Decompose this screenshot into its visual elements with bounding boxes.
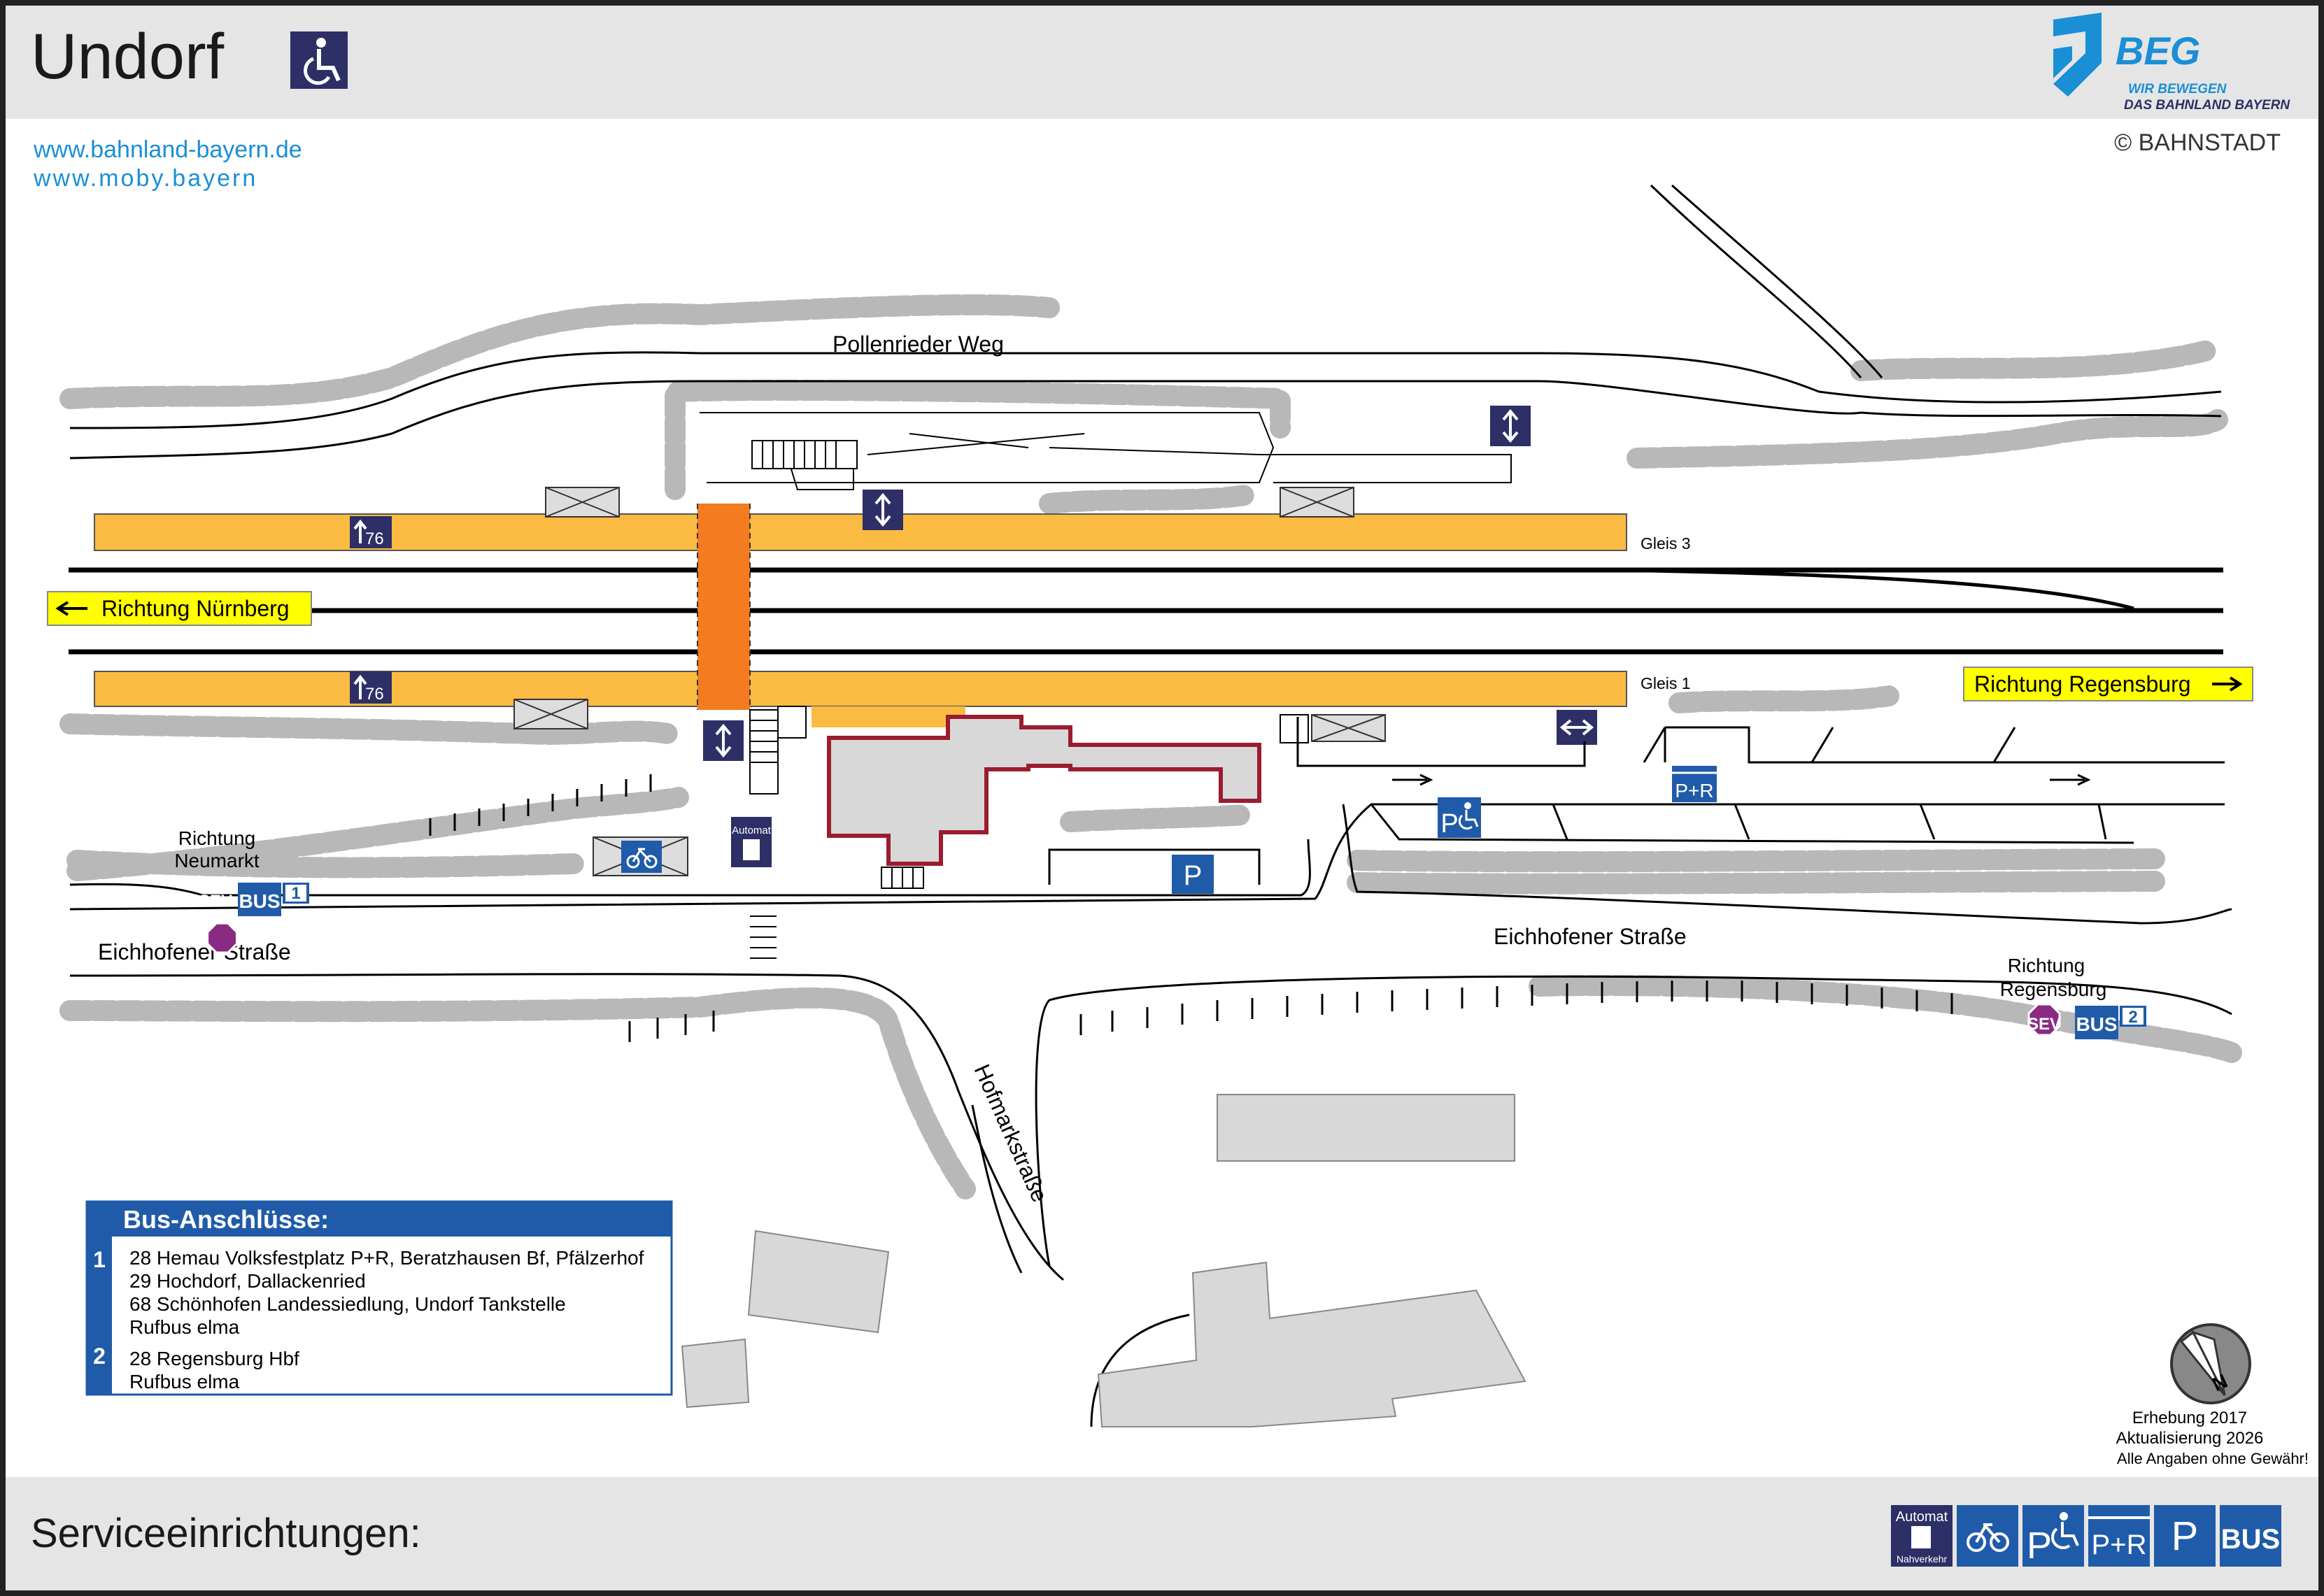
bus-icon: BUS bbox=[2220, 1505, 2281, 1567]
disabled-parking-icon: P bbox=[1438, 797, 1481, 839]
header-band bbox=[6, 6, 2318, 119]
street-eichhofener-left: Eichhofener Straße bbox=[98, 939, 291, 964]
svg-text:SEV: SEV bbox=[2027, 1015, 2061, 1034]
driving-direction-arrow-1 bbox=[1392, 774, 1433, 786]
lift-icon-gleis-3 bbox=[863, 490, 903, 530]
driving-direction-arrow-2 bbox=[2050, 774, 2091, 786]
svg-text:Regensburg: Regensburg bbox=[2000, 978, 2107, 1000]
svg-text:BUS: BUS bbox=[239, 890, 280, 912]
update-note: Aktualisierung 2026 bbox=[2116, 1429, 2264, 1448]
bicycle-parking bbox=[593, 836, 688, 876]
bus-line: 29 Hochdorf, Dallackenried bbox=[129, 1270, 366, 1292]
svg-text:SEV: SEV bbox=[199, 892, 232, 911]
direction-regensburg-label: Richtung Regensburg bbox=[1963, 667, 2253, 701]
park-and-ride-icon: P+R bbox=[1672, 766, 1717, 802]
park-and-ride-icon: P+R bbox=[2088, 1505, 2150, 1567]
ticket-machine-icon: Automat bbox=[731, 817, 772, 867]
svg-text:Automat: Automat bbox=[732, 825, 772, 836]
brand-tagline-1: WIR BEWEGEN bbox=[2128, 82, 2227, 97]
street-eichhofener-right: Eichhofener Straße bbox=[1494, 924, 1687, 949]
label-gleis-1: Gleis 1 bbox=[1641, 674, 1691, 692]
svg-text:Richtung Regensburg: Richtung Regensburg bbox=[1974, 671, 2191, 697]
svg-text:Automat: Automat bbox=[1896, 1509, 1948, 1525]
underpass-outline bbox=[697, 504, 751, 710]
fence bbox=[429, 774, 1953, 1042]
bus-line: Rufbus elma bbox=[129, 1316, 240, 1338]
lift-icon-gleis-1 bbox=[703, 720, 744, 761]
parking-bays bbox=[1296, 717, 2225, 844]
svg-text:76: 76 bbox=[365, 529, 384, 548]
bus-connections-title: Bus-Anschlüsse: bbox=[123, 1205, 329, 1234]
stairs bbox=[749, 440, 1309, 959]
platform-gleis-1-extension bbox=[812, 706, 965, 727]
svg-text:P: P bbox=[2171, 1513, 2199, 1559]
svg-text:1: 1 bbox=[93, 1247, 106, 1272]
vegetation bbox=[59, 294, 2242, 1199]
north-arrow-icon: N bbox=[2170, 1323, 2251, 1404]
bus-stop-regensburg: Richtung Regensburg SEV BUS 2 bbox=[2000, 955, 2146, 1039]
link-bahnland-bayern[interactable]: www.bahnland-bayern.de bbox=[33, 136, 302, 163]
link-moby-bayern[interactable]: www.moby.bayern bbox=[33, 165, 257, 192]
svg-text:Nahverkehr: Nahverkehr bbox=[1897, 1553, 1948, 1565]
svg-text:76: 76 bbox=[365, 685, 384, 704]
label-gleis-3: Gleis 3 bbox=[1641, 534, 1691, 553]
wheelchair-icon bbox=[290, 31, 348, 89]
svg-text:P+R: P+R bbox=[1675, 780, 1713, 801]
beg-logo: BEG WIR BEWEGEN DAS BAHNLAND BAYERN bbox=[2053, 13, 2290, 113]
lift-icon-north bbox=[1490, 406, 1531, 446]
svg-text:Richtung: Richtung bbox=[2008, 955, 2085, 976]
roads bbox=[69, 184, 2232, 1427]
car-park-outline bbox=[1048, 848, 1261, 885]
ticket-machine-icon: Automat Nahverkehr bbox=[1891, 1505, 1953, 1567]
street-pollenrieder-weg: Pollenrieder Weg bbox=[832, 332, 1004, 357]
svg-text:Richtung: Richtung bbox=[178, 827, 256, 849]
svg-text:P: P bbox=[1440, 809, 1458, 839]
platform-height-badge-gleis-3: 76 bbox=[350, 516, 392, 548]
bus-line: 68 Schönhofen Landessiedlung, Undorf Tan… bbox=[129, 1293, 566, 1315]
services-label: Serviceeinrichtungen: bbox=[31, 1511, 421, 1556]
parking-icon: P bbox=[1172, 855, 1214, 894]
platform-gleis-1 bbox=[94, 671, 1627, 707]
svg-text:1: 1 bbox=[291, 884, 300, 903]
platform-shelters bbox=[513, 487, 1386, 742]
platform-3-ramps bbox=[700, 412, 1512, 483]
pedestrian-underpass bbox=[697, 504, 750, 710]
svg-text:BUS: BUS bbox=[2221, 1524, 2280, 1555]
svg-text:2: 2 bbox=[2128, 1008, 2137, 1027]
svg-text:P: P bbox=[1184, 860, 1203, 891]
surrounding-buildings bbox=[681, 1094, 1526, 1427]
direction-nuernberg-label: Richtung Nürnberg bbox=[47, 591, 312, 626]
brand-tagline-2: DAS BAHNLAND BAYERN bbox=[2124, 98, 2290, 113]
parking-icon: P bbox=[2154, 1505, 2216, 1567]
copyright-bahnstadt: © BAHNSTADT bbox=[2114, 129, 2281, 156]
bus-line: 28 Regensburg Hbf bbox=[129, 1348, 299, 1369]
platform-height-badge-gleis-1: 76 bbox=[350, 671, 392, 704]
disabled-parking-icon: P bbox=[2022, 1505, 2084, 1567]
station-title: Undorf bbox=[31, 21, 225, 92]
ramp-direction-icon bbox=[1557, 710, 1597, 745]
svg-text:Neumarkt: Neumarkt bbox=[174, 850, 260, 871]
svg-text:P: P bbox=[2027, 1525, 2052, 1567]
svg-text:BUS: BUS bbox=[2076, 1013, 2117, 1035]
bus-line: 28 Hemau Volksfestplatz P+R, Beratzhause… bbox=[129, 1247, 644, 1269]
bus-stop-neumarkt: Richtung Neumarkt SEV BUS 1 bbox=[174, 827, 309, 954]
bus-connections-legend: Bus-Anschlüsse: 1 2 28 Hemau Volksfestpl… bbox=[85, 1200, 673, 1396]
platform-gleis-3 bbox=[94, 513, 1627, 551]
svg-text:2: 2 bbox=[93, 1344, 106, 1369]
bicycle-icon bbox=[1957, 1505, 2018, 1567]
bus-line: Rufbus elma bbox=[129, 1371, 240, 1392]
survey-note: Erhebung 2017 bbox=[2132, 1409, 2247, 1427]
svg-text:P+R: P+R bbox=[2092, 1530, 2147, 1560]
svg-text:Richtung Nürnberg: Richtung Nürnberg bbox=[101, 596, 290, 621]
tracks bbox=[69, 567, 2223, 655]
disclaimer-note: Alle Angaben ohne Gewähr! bbox=[2117, 1450, 2309, 1467]
brand-name: BEG bbox=[2116, 29, 2200, 73]
station-building bbox=[827, 715, 1261, 866]
